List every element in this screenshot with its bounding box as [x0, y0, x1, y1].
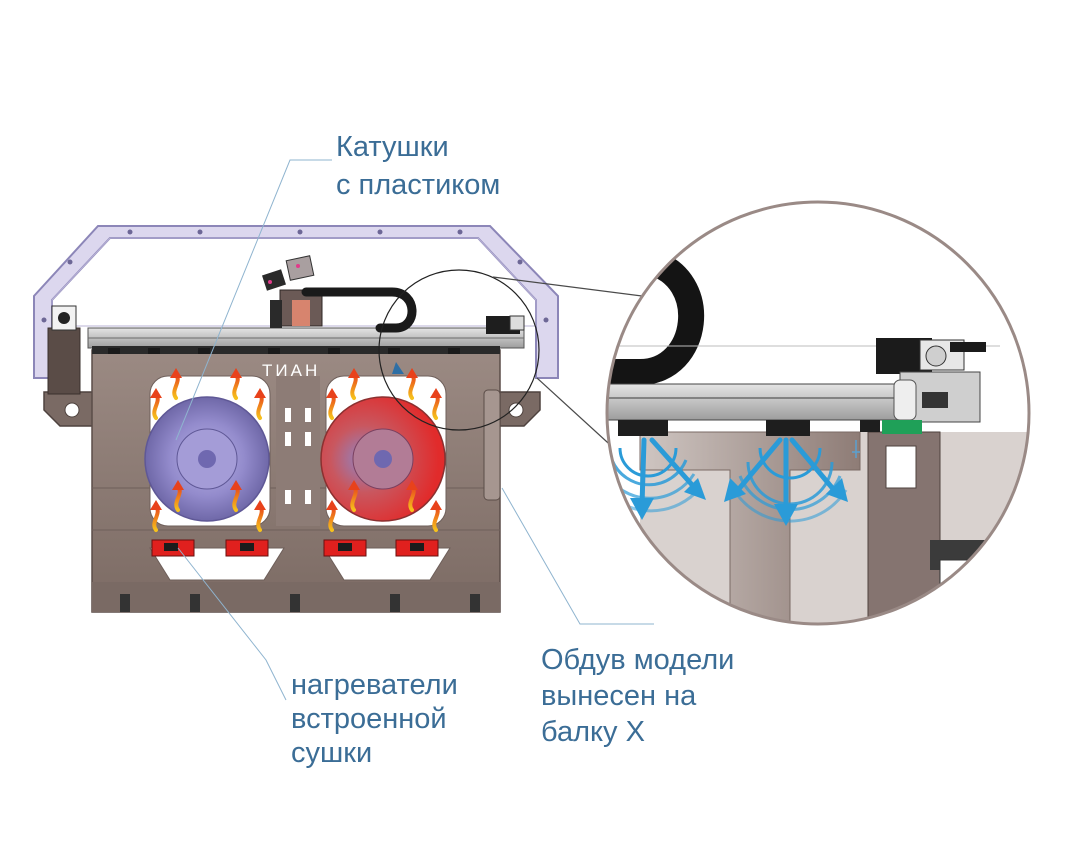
label-cooling-line-3: балку Х	[541, 716, 645, 748]
brand-logo: ТИАН	[262, 361, 320, 380]
label-cooling-line-2: вынесен на	[541, 680, 697, 712]
magnifier-ring	[378, 269, 540, 431]
label-spools: Катушки с пластиком	[336, 131, 500, 201]
airflow-arrow-icon	[724, 437, 848, 526]
label-cooling-line-1: Обдув модели	[541, 644, 734, 676]
label-spools-line-1: Катушки	[336, 131, 449, 163]
print-head	[262, 255, 323, 328]
cable-chain	[301, 287, 417, 333]
cable-chain-zoom	[607, 249, 705, 385]
label-heaters: нагреватели встроенной сушки	[291, 669, 466, 769]
spool-left	[144, 396, 270, 522]
zoom-connector-bottom	[536, 377, 619, 453]
leader-cooling	[501, 487, 654, 625]
zoom-circle-border	[605, 200, 1031, 626]
heaters	[151, 539, 439, 557]
label-heaters-line-2: встроенной	[291, 703, 447, 735]
label-cooling: Обдув модели вынесен на балку Х	[541, 644, 742, 748]
leader-spools	[175, 159, 332, 441]
zoom-connector-top	[492, 276, 643, 297]
callout-leaders	[175, 159, 654, 701]
label-spools-line-2: с пластиком	[336, 169, 500, 201]
printer-front-view: ТИАН	[33, 225, 559, 613]
spool-right	[320, 396, 446, 522]
label-heaters-line-1: нагреватели	[291, 669, 458, 701]
label-heaters-line-3: сушки	[291, 737, 372, 769]
leader-heaters	[177, 547, 287, 701]
airflow-arrow-icon	[630, 437, 706, 520]
